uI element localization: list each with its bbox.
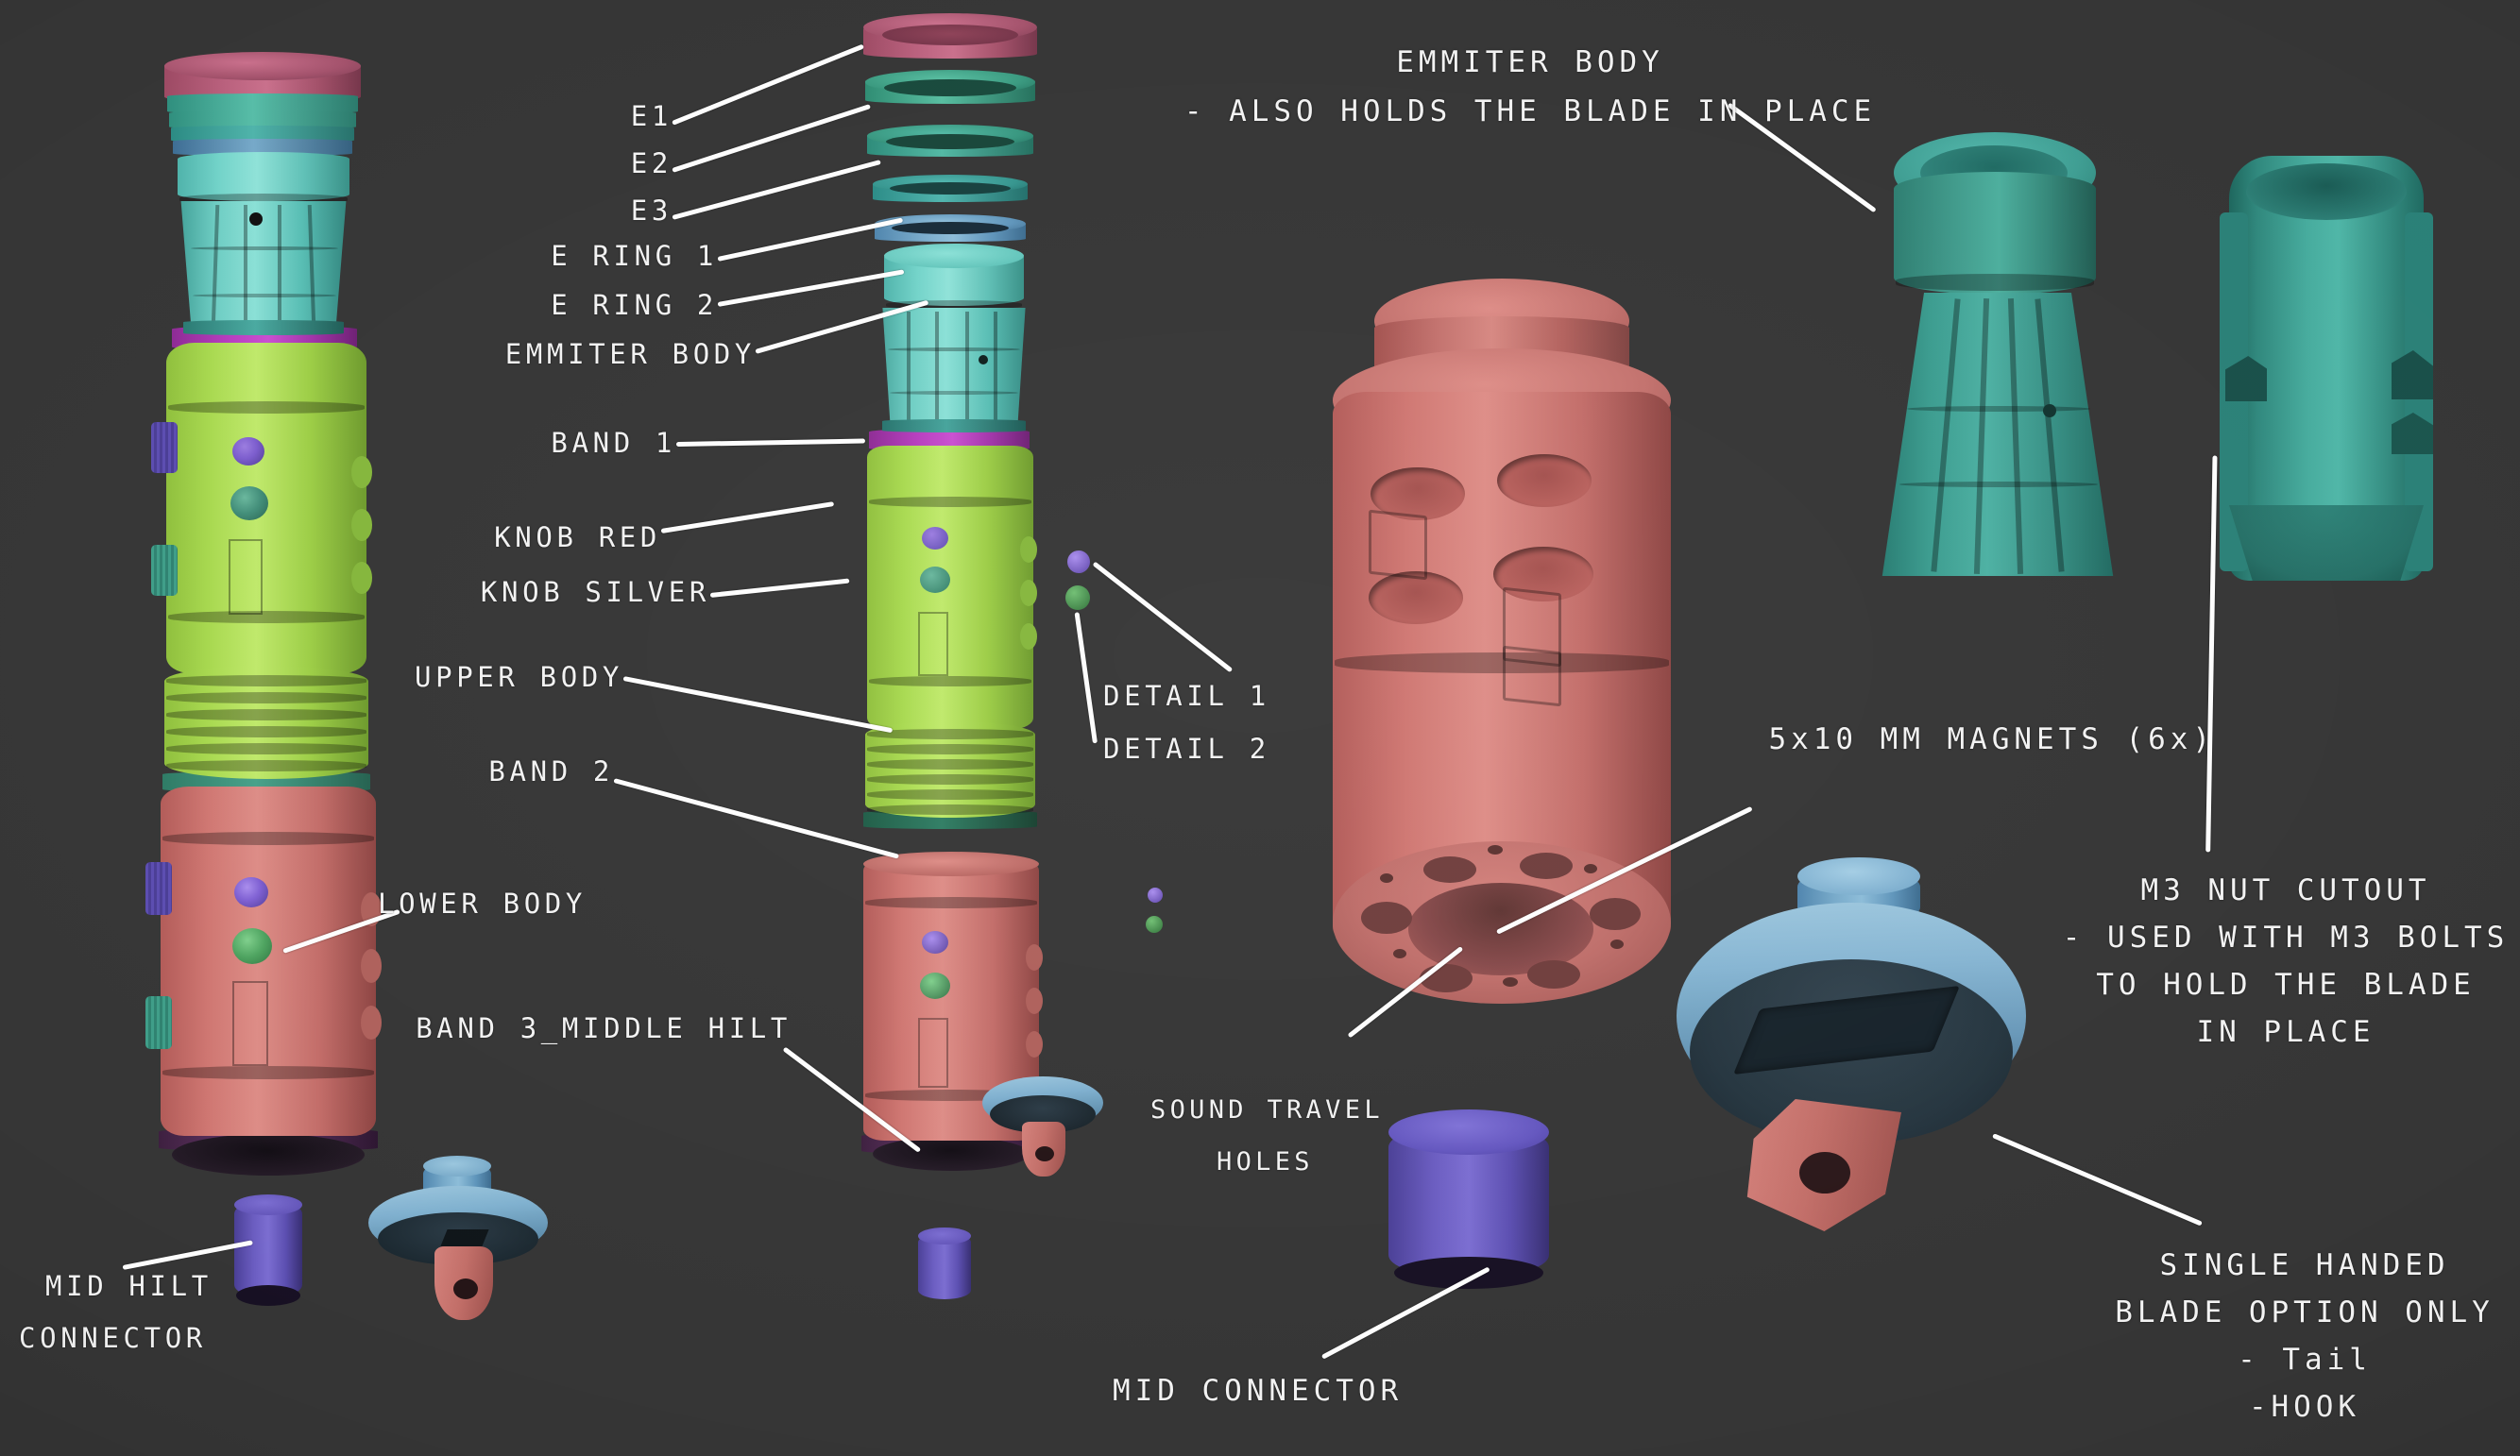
- assembled-lower-knob-green: [232, 928, 272, 964]
- label-e-ring-2: E RING 2: [551, 289, 718, 321]
- detail-1-sphere-small: [1148, 888, 1163, 903]
- emmiter-body-cutaway: [2220, 156, 2437, 581]
- tail-hook-assembly-left: [368, 1156, 557, 1322]
- assembled-lower-body: [145, 787, 382, 1136]
- exploded-upper-body: [867, 446, 1037, 729]
- mid-connector-part: [1388, 1109, 1549, 1289]
- leader-detail-2: [1074, 612, 1098, 744]
- leader-knob-red: [660, 501, 835, 533]
- mid-hilt-connector-part: [234, 1194, 302, 1308]
- label-detail-2: DETAIL 2: [1103, 733, 1270, 765]
- leader-m3-nut-cutout: [2205, 455, 2218, 853]
- emmiter-body-solid: [1875, 132, 2120, 585]
- label-emmiter-body: EMMITER BODY: [504, 338, 756, 370]
- label-detail-1: DETAIL 1: [1103, 680, 1270, 712]
- leader-detail-1: [1092, 561, 1234, 673]
- leader-knob-silver: [709, 578, 850, 598]
- detail-2-sphere-small: [1146, 916, 1163, 933]
- label-mid-connector: MID CONNECTOR: [1113, 1374, 1404, 1408]
- label-band-1: BAND 1: [551, 427, 676, 459]
- label-sound-travel-line2: HOLES: [1217, 1147, 1314, 1177]
- label-m3-line2: - USED WITH M3 BOLTS: [2062, 921, 2510, 955]
- label-sound-travel-line1: SOUND TRAVEL: [1150, 1095, 1384, 1125]
- label-e-ring-1: E RING 1: [551, 240, 718, 272]
- label-emmiter-body-sub: - ALSO HOLDS THE BLADE IN PLACE: [1183, 94, 1877, 128]
- assembled-grip-rings: [164, 666, 368, 779]
- assembled-side-knob-purple: [151, 422, 178, 473]
- tail-hook-assembly-right: [1677, 857, 2054, 1246]
- assembled-e3-ring: [169, 110, 356, 129]
- label-band-2: BAND 2: [488, 755, 614, 787]
- assembled-upper-body: [151, 343, 372, 673]
- label-mid-hilt-connector-line2: CONNECTOR: [19, 1322, 207, 1354]
- assembled-emitter-body: [176, 152, 351, 335]
- assembled-knob-silver: [230, 486, 268, 520]
- exploded-hilt: [841, 9, 1058, 1299]
- assembled-ering1: [171, 126, 354, 143]
- label-emmiter-body-title: EMMITER BODY: [1396, 45, 1664, 79]
- label-e1: E1: [630, 100, 673, 132]
- assembled-hilt: [145, 52, 397, 1176]
- label-single-handed-line4: -HOOK: [2248, 1390, 2361, 1424]
- label-upper-body: UPPER BODY: [415, 661, 623, 693]
- leader-e1: [672, 43, 865, 126]
- label-single-handed-line3: - Tail: [2238, 1343, 2372, 1377]
- assembled-hilt-bottom-opening: [172, 1134, 365, 1176]
- label-single-handed-line1: SINGLE HANDED: [2159, 1248, 2450, 1282]
- label-e2: E2: [630, 147, 673, 179]
- assembled-side-knob-teal: [151, 545, 178, 596]
- label-m3-line3: TO HOLD THE BLADE: [2096, 968, 2476, 1002]
- assembled-knob-red: [232, 437, 264, 466]
- label-mid-hilt-connector-line1: MID HILT: [45, 1270, 213, 1302]
- label-magnets: 5x10 MM MAGNETS (6x): [1768, 722, 2215, 756]
- tail-hook-assembly-center: [982, 1067, 1115, 1190]
- label-m3-line1: M3 NUT CUTOUT: [2140, 873, 2431, 907]
- detail-1-sphere: [1067, 550, 1090, 573]
- leader-band-1: [675, 438, 866, 447]
- assembled-e1-cap-top: [164, 52, 361, 80]
- label-lower-body: LOWER BODY: [378, 888, 587, 920]
- label-knob-red: KNOB RED: [494, 521, 661, 553]
- label-band-3: BAND 3_MIDDLE HILT: [416, 1012, 792, 1044]
- detail-2-sphere: [1065, 585, 1090, 610]
- assembled-lower-side-knob-teal: [145, 996, 172, 1049]
- label-knob-silver: KNOB SILVER: [480, 576, 710, 608]
- assembled-ering2: [173, 139, 352, 156]
- exploded-hilt-bottom-opening: [873, 1137, 1030, 1171]
- assembled-lower-side-knob-purple: [145, 862, 172, 915]
- assembled-e2-ring: [167, 93, 358, 114]
- exploded-grip-rings: [865, 721, 1035, 818]
- lower-body-closeup: [1318, 279, 1686, 1062]
- label-single-handed-line2: BLADE OPTION ONLY: [2115, 1295, 2494, 1329]
- label-m3-line4: IN PLACE: [2196, 1015, 2375, 1049]
- exploded-emitter-body: [875, 244, 1033, 432]
- assembled-lower-knob-red: [234, 877, 268, 907]
- label-e3: E3: [630, 195, 673, 227]
- exploded-mid-hilt-connector: [918, 1227, 971, 1303]
